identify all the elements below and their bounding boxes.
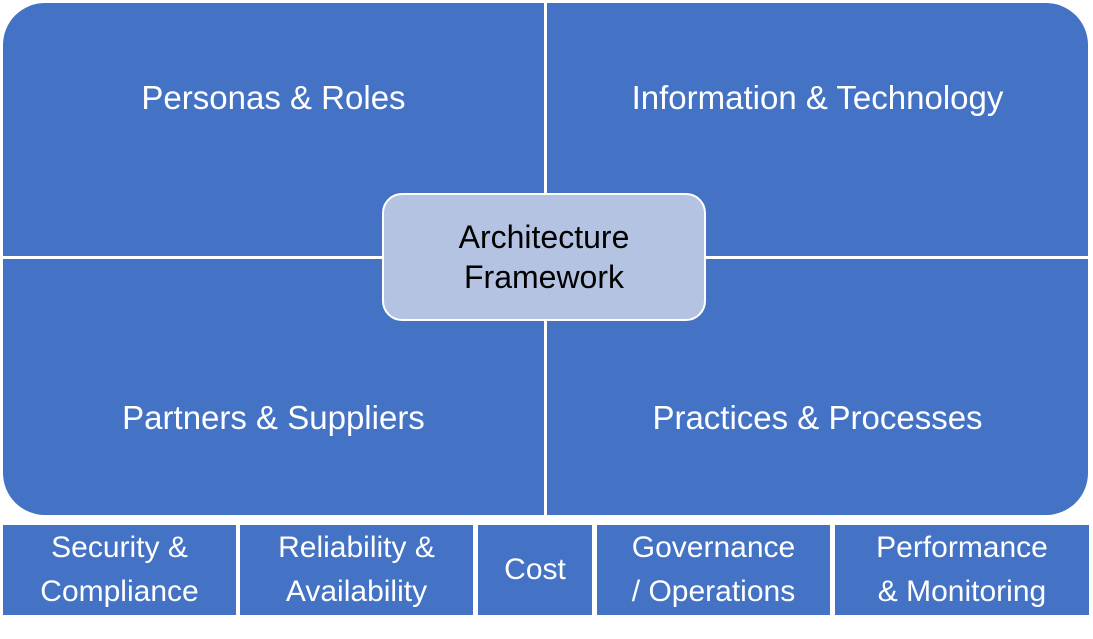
pillar-label-line2: Availability — [285, 575, 428, 608]
pillar-label-line2: Compliance — [40, 575, 199, 608]
pillar-label-line1: Performance — [876, 531, 1048, 564]
pillar-label-line1: Reliability & — [278, 531, 435, 564]
pillar-governance-operations: Governance / Operations — [597, 525, 830, 615]
quadrant-label: Personas & Roles — [141, 79, 406, 116]
pillar-label-line2: / Operations — [631, 575, 796, 608]
pillar-label-line1: Cost — [504, 553, 566, 586]
pillar-label-line2: & Monitoring — [877, 575, 1047, 608]
pillar-reliability-availability: Reliability & Availability — [240, 525, 473, 615]
quadrant-label: Practices & Processes — [652, 399, 983, 436]
quadrant-label: Partners & Suppliers — [122, 399, 425, 436]
pillar-cost: Cost — [478, 525, 592, 615]
quadrant-personas-roles: Personas & Roles — [3, 3, 544, 256]
center-node-architecture-framework: Architecture Framework — [382, 193, 706, 321]
pillar-performance-monitoring: Performance & Monitoring — [835, 525, 1089, 615]
pillar-label-line1: Security & — [51, 531, 188, 564]
center-label-line2: Framework — [463, 259, 624, 295]
quadrant-partners-suppliers: Partners & Suppliers — [3, 259, 544, 515]
pillar-label-line1: Governance — [631, 531, 796, 564]
center-label-line1: Architecture — [458, 219, 630, 255]
pillar-security-compliance: Security & Compliance — [3, 525, 236, 615]
quadrant-label: Information & Technology — [631, 79, 1004, 116]
